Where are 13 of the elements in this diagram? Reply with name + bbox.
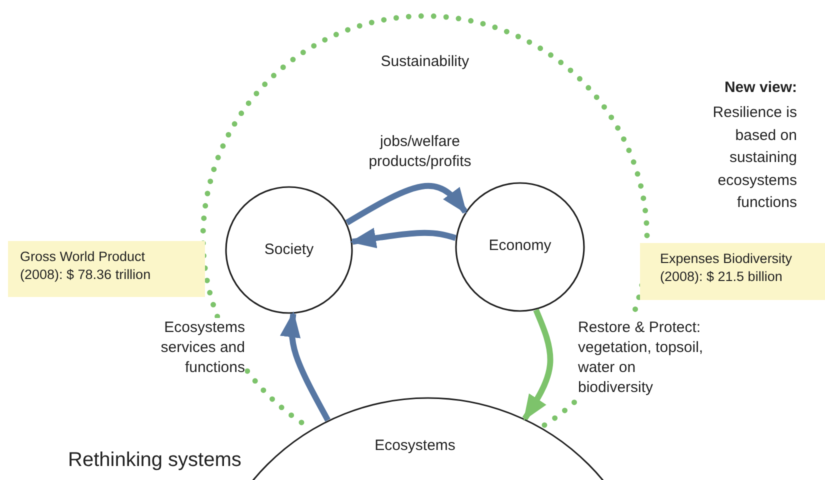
arrow xyxy=(350,228,456,248)
node-label: Ecosystems xyxy=(374,437,456,454)
node-label: Society xyxy=(264,241,314,258)
note-box: Expenses Biodiversity (2008): $ 21.5 billion xyxy=(640,243,825,300)
note-box: Gross World Product (2008): $ 78.36 trillion xyxy=(8,241,205,297)
node-label: Sustainability xyxy=(380,53,470,70)
arrow xyxy=(280,311,330,422)
text-label: New view: xyxy=(723,78,797,98)
node-label: Economy xyxy=(488,237,552,254)
arrow xyxy=(522,308,554,421)
text-label: Rethinking systems xyxy=(68,450,242,470)
text-label: Resilience is based on sustaining ecosystems functions xyxy=(712,103,797,213)
arrow xyxy=(345,182,468,226)
